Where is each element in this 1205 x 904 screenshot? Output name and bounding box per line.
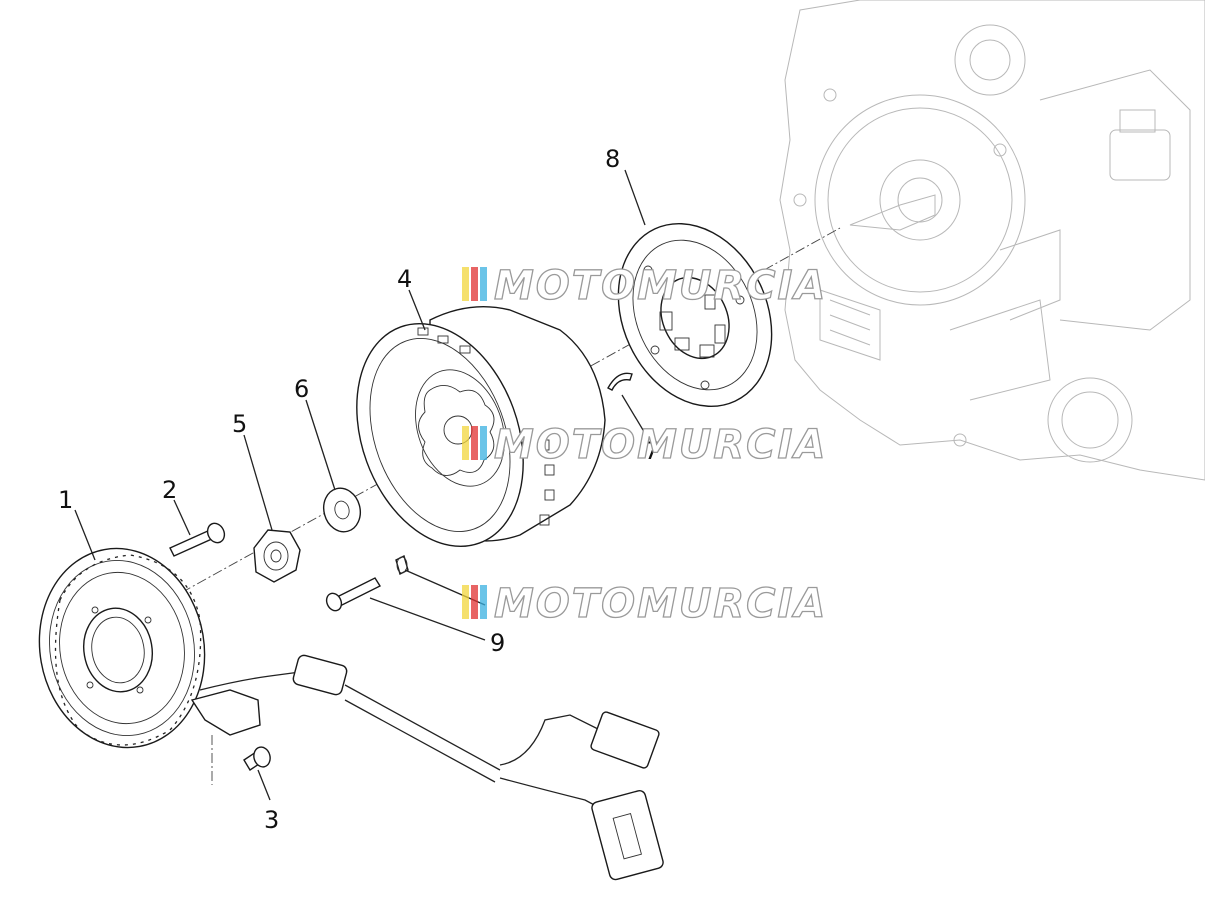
callout-2: 2 [162,476,177,504]
small-screw [211,735,271,785]
watermark-top: MOTOMURCIA [462,262,827,310]
engine-block-ghost [779,0,1205,481]
watermark-text: MOTOMURCIA [494,263,827,309]
stator-screw [169,522,226,557]
starter-clutch-plate [617,222,773,408]
callout-6: 6 [294,375,309,403]
watermark-text: MOTOMURCIA [494,581,827,627]
callout-7: 7 [644,437,659,465]
watermark-text: MOTOMURCIA [494,422,827,468]
flywheel-rotor [356,306,606,548]
watermark-bottom: MOTOMURCIA [462,580,827,628]
callout-1: 1 [58,486,73,514]
leader-lines [74,169,647,801]
callout-4: 4 [397,265,412,293]
rotor-screw [325,554,409,612]
washer [323,487,361,533]
wiring-harness [190,654,664,881]
callout-5: 5 [232,410,247,438]
callout-8: 8 [605,145,620,173]
flange-nut [253,529,301,583]
stator-assembly [38,547,206,749]
watermark-middle: MOTOMURCIA [462,421,827,469]
woodruff-key [607,372,633,391]
callout-9: 9 [490,629,505,657]
callout-3: 3 [264,806,279,834]
